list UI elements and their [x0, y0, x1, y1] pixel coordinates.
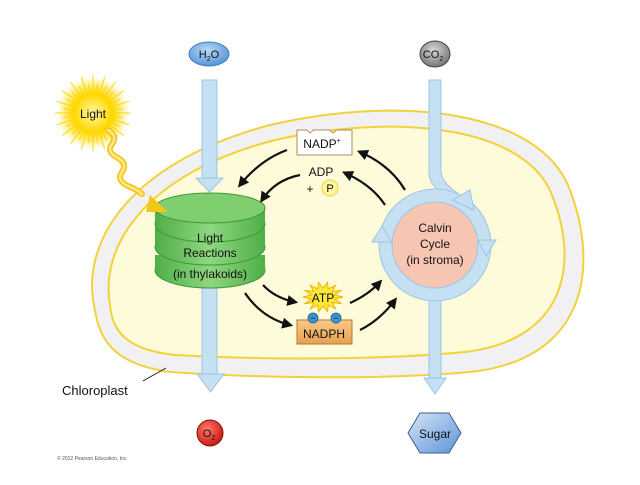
calvin-label-line1: Calvin	[418, 221, 451, 235]
sun-ray	[63, 115, 78, 119]
sun-ray	[56, 117, 78, 126]
sun-ray	[102, 81, 116, 101]
nadp-plus: NADP+	[296, 129, 353, 156]
electron-sign: −	[310, 313, 315, 323]
cycle-arrows	[237, 148, 406, 331]
svg-text:H2O: H2O	[199, 49, 220, 63]
water-molecule: H2O	[188, 41, 230, 67]
cycle-arrow-right	[477, 239, 497, 258]
cycle-arrow-left	[371, 225, 393, 243]
sun-ray	[99, 86, 108, 99]
arrow-light-to-nadph	[244, 292, 294, 329]
water-subscript: 2	[207, 56, 211, 63]
svg-text:CO2: CO2	[423, 49, 444, 63]
calvin-label-line2: Cycle	[420, 237, 450, 251]
light-reactions-line1: Light	[197, 231, 224, 245]
nadp-superscript: +	[337, 138, 341, 145]
sun-ray	[80, 76, 89, 98]
light-label: Light	[80, 107, 107, 121]
sun-ray	[70, 81, 84, 101]
nadph: − − NADPH	[296, 312, 353, 345]
arrow-light-to-atp	[262, 284, 299, 306]
light-reactions-line2: Reactions	[183, 246, 236, 260]
oxygen-subscript: 2	[211, 435, 215, 442]
sun-ray	[61, 90, 81, 104]
sun-ray	[105, 90, 125, 104]
adp-label: ADP	[309, 165, 334, 179]
sun-ray	[108, 107, 123, 111]
calvin-cycle: Calvin Cycle (in stroma)	[371, 188, 497, 302]
nadph-label: NADPH	[303, 327, 345, 341]
electron-icon	[330, 312, 342, 324]
light-reactions: Light Reactions (in thylakoids)	[154, 192, 266, 289]
sun-ray	[66, 119, 79, 128]
arrow-nadph-to-calvin	[359, 297, 397, 331]
co2-subscript: 2	[439, 56, 443, 63]
sun-ray	[107, 98, 120, 107]
sun-ray	[108, 115, 123, 119]
sun-ray	[87, 128, 91, 143]
arrow-calvin-to-adp	[341, 171, 386, 206]
arrow-calvin-to-nadp	[356, 150, 406, 191]
water-formula-tail: O	[211, 49, 220, 61]
sun-ray	[61, 122, 81, 136]
light-arrow-head	[146, 195, 168, 212]
sugar-product: Sugar	[407, 412, 462, 454]
sun-ray	[108, 100, 130, 109]
arrow-atp-to-calvin	[349, 279, 383, 305]
chloroplast-label: Chloroplast	[62, 383, 128, 398]
electron-icon	[307, 312, 319, 324]
sun-ray	[63, 107, 78, 111]
sun-ray	[108, 117, 130, 126]
oxygen-formula: O	[203, 428, 212, 440]
arrow-adp-to-light	[260, 173, 301, 203]
water-flow-arrow	[194, 79, 225, 193]
sun-ray	[97, 76, 106, 98]
arrow-nadp-to-light	[237, 148, 288, 188]
phosphate: P	[321, 179, 339, 197]
phosphate-label: P	[326, 183, 333, 195]
plus-sign: +	[306, 182, 313, 196]
sugar-label: Sugar	[419, 427, 451, 441]
sun-ray	[71, 123, 83, 135]
co2-formula: CO	[423, 49, 440, 61]
sun-ray	[107, 119, 120, 128]
sun-ray	[95, 128, 99, 143]
sun-ray	[78, 127, 87, 140]
sun-ray	[95, 83, 99, 98]
chloroplast-leader-line	[142, 367, 167, 382]
oxygen-molecule: O2	[196, 419, 224, 447]
sun-ray	[70, 125, 84, 145]
svg-text:NADP+: NADP+	[303, 137, 340, 151]
cycle-arrow-topright	[450, 189, 475, 211]
sun-ray	[56, 100, 78, 109]
electron-sign: −	[333, 313, 338, 323]
sun-ray	[99, 127, 108, 140]
co2-molecule: CO2	[419, 40, 451, 68]
sun-ray	[80, 128, 89, 150]
light-reactions-line3: (in thylakoids)	[173, 267, 247, 281]
sun-ray	[78, 86, 87, 99]
atp-label: ATP	[312, 291, 334, 305]
sun-ray	[103, 91, 115, 103]
sun-ray	[97, 128, 106, 150]
light-source: Light	[55, 75, 168, 212]
sun-ray	[87, 83, 91, 98]
nadp-label: NADP	[303, 137, 336, 151]
svg-text:O2: O2	[203, 428, 216, 442]
sun-ray	[71, 91, 83, 103]
copyright-notice: © 2012 Pearson Education, Inc.	[57, 456, 128, 462]
calvin-cycle-core	[391, 201, 479, 289]
water-formula: H	[199, 49, 207, 61]
atp: ATP	[302, 281, 344, 313]
sun-ray	[105, 122, 125, 136]
sun-rays	[55, 75, 131, 151]
sun-ray	[66, 98, 79, 107]
calvin-label-line3: (in stroma)	[406, 253, 463, 267]
